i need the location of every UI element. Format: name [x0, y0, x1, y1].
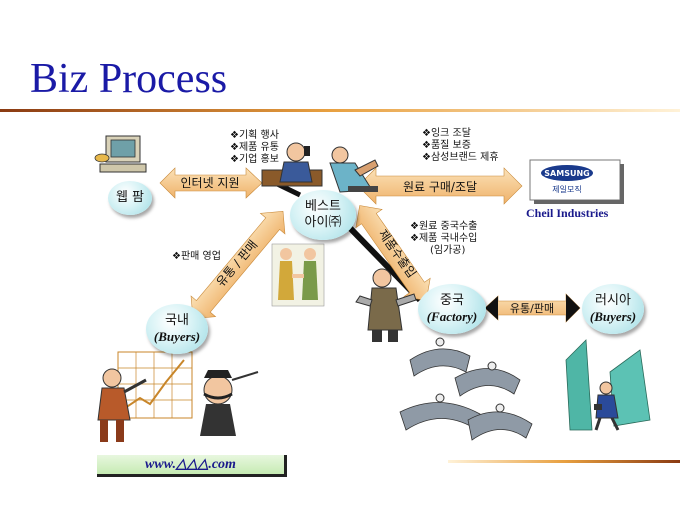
node-domestic-sub: (Buyers)	[153, 329, 201, 344]
node-web-farm-label: 웹 팜	[115, 190, 145, 206]
computer-illustration	[94, 135, 147, 173]
sales-bullet: ❖판매 영업	[172, 251, 221, 262]
node-china-label: 중국	[440, 293, 464, 309]
arrow-domestic-sales-label: 유통 / 판매	[214, 238, 261, 290]
bullet-item: ❖품질 보증	[422, 140, 471, 151]
node-russia-buyers: 러시아 (Buyers)	[582, 284, 644, 334]
bullet-item: ❖제품 국내수입	[410, 233, 478, 244]
node-domestic-buyers: 국내 (Buyers)	[146, 304, 208, 354]
website-box[interactable]: www.△△△.com	[97, 455, 287, 477]
arrow-raw-label: 원료 구매/조달	[403, 180, 477, 194]
planning-bullets: ❖기획 행사 ❖제품 유통 ❖기업 홍보	[230, 130, 279, 166]
page-title: Biz Process	[30, 56, 228, 102]
samsung-sub-text: 제일모직	[552, 184, 581, 194]
presenter-illustration	[97, 368, 147, 442]
node-china-sub: (Factory)	[426, 309, 478, 324]
phone-worker-illustration	[261, 142, 323, 187]
ink-bullets: ❖잉크 조달 ❖품질 보증 ❖삼성브랜드 제휴	[422, 128, 499, 164]
node-domestic-label: 국내	[165, 313, 189, 329]
top-rule-right	[330, 109, 680, 112]
mustache-man-illustration	[200, 370, 259, 436]
arrow-domestic-sales	[190, 211, 286, 319]
node-best-i: 베스트 아이㈜	[290, 190, 356, 240]
node-best-i-label1: 베스트	[305, 199, 341, 215]
bullet-item: ❖삼성브랜드 제휴	[422, 152, 499, 163]
samsung-brand-text: SAMSUNG	[544, 169, 589, 178]
city-illustration	[565, 339, 651, 431]
arrow-raw-material	[357, 167, 523, 205]
growth-chart-illustration	[117, 351, 193, 419]
node-china-factory: 중국 (Factory)	[418, 284, 486, 334]
arrow-russia-sales-label: 유통/판매	[510, 302, 554, 315]
bullet-item: ❖기획 행사	[230, 130, 279, 141]
bullet-item: ❖기업 홍보	[230, 154, 279, 165]
top-rule	[0, 109, 330, 112]
seated-man-illustration	[329, 146, 379, 193]
node-russia-sub: (Buyers)	[589, 309, 637, 324]
bullet-note: (임가공)	[430, 245, 466, 256]
cheil-industries-label: Cheil Industries	[526, 206, 609, 220]
bullet-item: ❖제품 유통	[230, 142, 279, 153]
arrow-internet-label: 인터넷 지원	[180, 176, 239, 190]
bullet-item: ❖원료 중국수출	[410, 221, 478, 232]
arrow-russia-sales	[484, 293, 581, 323]
node-best-i-label2: 아이㈜	[304, 215, 342, 230]
export-bullets: ❖원료 중국수출 ❖제품 국내수입 (임가공)	[410, 221, 477, 257]
bottom-rule	[448, 460, 680, 463]
samsung-logo: SAMSUNG 제일모직	[529, 159, 624, 204]
bullet-item: ❖잉크 조달	[422, 128, 471, 139]
node-web-farm: 웹 팜	[108, 181, 152, 215]
node-russia-label: 러시아	[595, 293, 631, 309]
bridges-illustration	[399, 337, 533, 441]
factory-worker-illustration	[355, 268, 417, 342]
handshake-illustration	[271, 243, 325, 307]
